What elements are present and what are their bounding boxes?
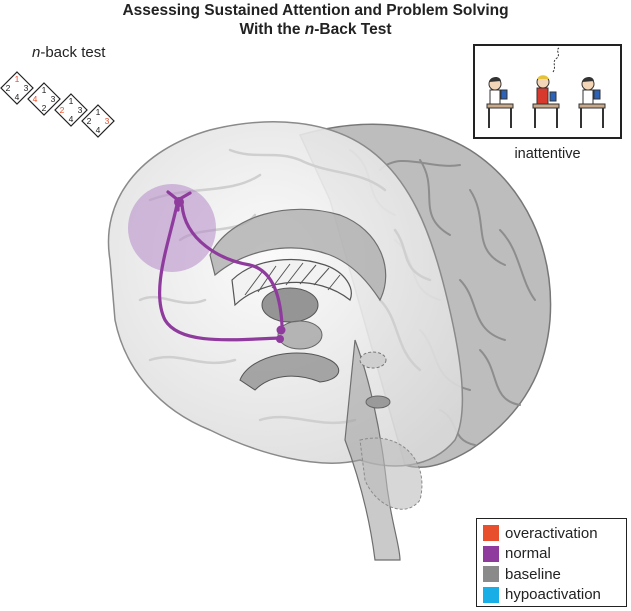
nback-label-rest: -back test xyxy=(40,44,106,61)
title-line-1: Assessing Sustained Attention and Proble… xyxy=(122,2,509,19)
nback-digit: 2 xyxy=(42,103,47,113)
brainstem xyxy=(344,339,423,561)
nback-digit: 4 xyxy=(33,94,38,104)
student-right xyxy=(578,76,606,128)
nback-label-italic: n xyxy=(32,44,41,61)
legend-item-hypoactivation: hypoactivation xyxy=(483,585,620,606)
legend-item-baseline: baseline xyxy=(483,564,620,585)
legend-swatch-overactivation xyxy=(483,525,499,542)
nback-card-outline xyxy=(27,82,61,116)
title-line-2-suffix: -Back Test xyxy=(314,21,392,38)
nback-card: 12 34 xyxy=(0,71,34,105)
legend-swatch-baseline xyxy=(483,566,499,583)
corpus-callosum xyxy=(209,208,387,302)
nback-digit: 4 xyxy=(15,92,20,102)
nback-digit: 4 xyxy=(69,114,74,124)
nback-digit: 2 xyxy=(60,105,65,115)
legend-label-overactivation: overactivation xyxy=(505,524,598,542)
nback-card-outline xyxy=(54,93,88,127)
pathway-node-striatum xyxy=(276,325,286,335)
nback-digit: 1 xyxy=(15,74,20,84)
legend-label-normal: normal xyxy=(505,545,551,563)
nback-digit: 4 xyxy=(96,125,101,135)
nback-card-outline xyxy=(81,104,115,138)
classroom-inset xyxy=(473,44,622,139)
nback-digit: 1 xyxy=(42,85,47,95)
legend-swatch-normal xyxy=(483,545,499,562)
student-left xyxy=(486,76,514,128)
nback-digit: 1 xyxy=(69,96,74,106)
legend: overactivation normal baseline hypoactiv… xyxy=(476,518,627,607)
legend-label-hypoactivation: hypoactivation xyxy=(505,586,601,604)
title-line-2-prefix: With the xyxy=(239,21,305,38)
legend-item-normal: normal xyxy=(483,544,620,565)
legend-item-overactivation: overactivation xyxy=(483,523,620,544)
title-line-2-italic: n xyxy=(304,21,315,38)
legend-label-baseline: baseline xyxy=(505,565,561,583)
legend-swatch-hypoactivation xyxy=(483,586,499,603)
nback-digit: 3 xyxy=(24,83,29,93)
pathway-node-cortex xyxy=(174,197,184,207)
inset-caption: inattentive xyxy=(514,146,581,162)
nback-digit: 3 xyxy=(78,105,83,115)
student-middle xyxy=(532,47,560,128)
nback-digit: 3 xyxy=(51,94,56,104)
nback-card-outline xyxy=(0,71,34,105)
nback-label: n-back test xyxy=(32,44,105,61)
nback-digit: 3 xyxy=(105,116,110,126)
nback-digit: 2 xyxy=(6,83,11,93)
nback-digit: 1 xyxy=(96,107,101,117)
title-line-2: With the n-Back Test xyxy=(0,20,631,39)
classroom-scene xyxy=(486,47,606,128)
pathway-node-thalamus xyxy=(276,335,284,343)
figure-title: Assessing Sustained Attention and Proble… xyxy=(0,1,631,39)
nback-digit: 2 xyxy=(87,116,92,126)
